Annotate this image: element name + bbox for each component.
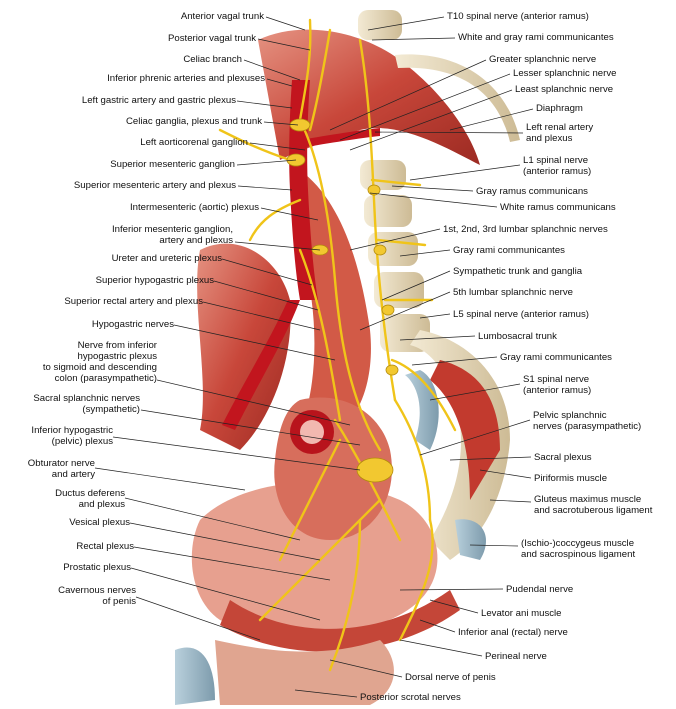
label-intermesenteric-plexus: Intermesenteric (aortic) plexus <box>129 202 259 213</box>
label-perineal-nerve: Perineal nerve <box>485 651 547 662</box>
common-iliac-artery <box>222 300 300 430</box>
iliacus-muscle <box>197 243 291 450</box>
label-gray-rami-communicantes-1: Gray rami communicantes <box>453 245 565 256</box>
label-posterior-vagal-trunk: Posterior vagal trunk <box>168 33 256 44</box>
rib-shape <box>395 54 520 142</box>
label-vesical-plexus: Vesical plexus <box>69 517 130 528</box>
label-fifth-lumbar-splanchnic: 5th lumbar splanchnic nerve <box>453 287 573 298</box>
label-gray-ramus-communicans: Gray ramus communicans <box>476 186 588 197</box>
label-inferior-hypogastric-plexus: Inferior hypogastric(pelvic) plexus <box>31 425 113 447</box>
leader-lines-right <box>294 16 534 698</box>
label-inferior-mesenteric-ganglion: Inferior mesenteric ganglion,artery and … <box>111 224 233 246</box>
ganglia <box>286 118 399 483</box>
aorta-shape <box>289 80 318 300</box>
gluteus-shape <box>430 360 500 500</box>
label-sympathetic-trunk: Sympathetic trunk and ganglia <box>453 266 583 277</box>
label-celiac-branch: Celiac branch <box>183 54 242 65</box>
label-sacral-splanchnic-nerves: Sacral splanchnic nerves(sympathetic) <box>33 393 140 415</box>
label-lumbosacral-trunk: Lumbosacral trunk <box>478 331 557 342</box>
label-rectal-plexus: Rectal plexus <box>76 541 134 552</box>
sacrospinous-shape <box>455 519 486 560</box>
label-levator-ani: Levator ani muscle <box>481 608 562 619</box>
label-superior-mesenteric-ganglion: Superior mesenteric ganglion <box>110 159 235 170</box>
label-l5-spinal-nerve: L5 spinal nerve (anterior ramus) <box>453 309 589 320</box>
label-sacral-plexus: Sacral plexus <box>534 452 592 463</box>
label-dorsal-nerve-penis: Dorsal nerve of penis <box>405 672 496 683</box>
label-l1-spinal-nerve: L1 spinal nerve(anterior ramus) <box>523 155 592 177</box>
leader-lines-left <box>94 16 361 641</box>
perineum-shape <box>215 640 394 705</box>
label-greater-splanchnic: Greater splanchnic nerve <box>489 54 597 65</box>
label-hypogastric-nerves: Hypogastric nerves <box>91 319 174 330</box>
label-white-gray-rami: White and gray rami communicantes <box>458 32 614 43</box>
label-inferior-anal-nerve: Inferior anal (rectal) nerve <box>458 627 568 638</box>
label-t10-spinal-nerve: T10 spinal nerve (anterior ramus) <box>447 11 589 22</box>
label-lumbar-splanchnic-123: 1st, 2nd, 3rd lumbar splanchnic nerves <box>443 224 608 235</box>
psoas-muscle <box>295 170 371 440</box>
label-posterior-scrotal: Posterior scrotal nerves <box>360 692 461 703</box>
renal-artery <box>300 128 380 148</box>
label-superior-hypogastric-plexus: Superior hypogastric plexus <box>95 275 214 286</box>
label-lesser-splanchnic: Lesser splanchnic nerve <box>513 68 617 79</box>
label-diaphragm: Diaphragm <box>536 103 583 114</box>
diaphragm-shape <box>258 29 480 165</box>
label-s1-spinal-nerve: S1 spinal nerve(anterior ramus) <box>523 374 592 396</box>
label-prostatic-plexus: Prostatic plexus <box>63 562 131 573</box>
pelvic-bone <box>410 330 510 560</box>
label-anterior-vagal-trunk: Anterior vagal trunk <box>180 11 264 22</box>
corpus-shape <box>175 647 215 705</box>
levator-ani-shape <box>220 590 460 652</box>
label-pudendal-nerve: Pudendal nerve <box>506 584 574 595</box>
label-left-gastric-artery: Left gastric artery and gastric plexus <box>81 95 236 106</box>
label-gray-rami-communicantes-2: Gray rami communicantes <box>500 352 612 363</box>
label-left-aorticorenal-ganglion: Left aorticorenal ganglion <box>140 137 248 148</box>
label-superior-mesenteric-artery: Superior mesenteric artery and plexus <box>73 180 236 191</box>
label-white-ramus-communicans: White ramus communicans <box>500 202 616 213</box>
label-celiac-ganglia: Celiac ganglia, plexus and trunk <box>126 116 262 127</box>
label-least-splanchnic: Least splanchnic nerve <box>515 84 614 95</box>
label-ureter-plexus: Ureter and ureteric plexus <box>111 253 222 264</box>
label-piriformis-muscle: Piriformis muscle <box>534 473 608 484</box>
label-superior-rectal-artery: Superior rectal artery and plexus <box>64 296 203 307</box>
label-inferior-phrenic-arteries: Inferior phrenic arteries and plexuses <box>107 73 265 84</box>
